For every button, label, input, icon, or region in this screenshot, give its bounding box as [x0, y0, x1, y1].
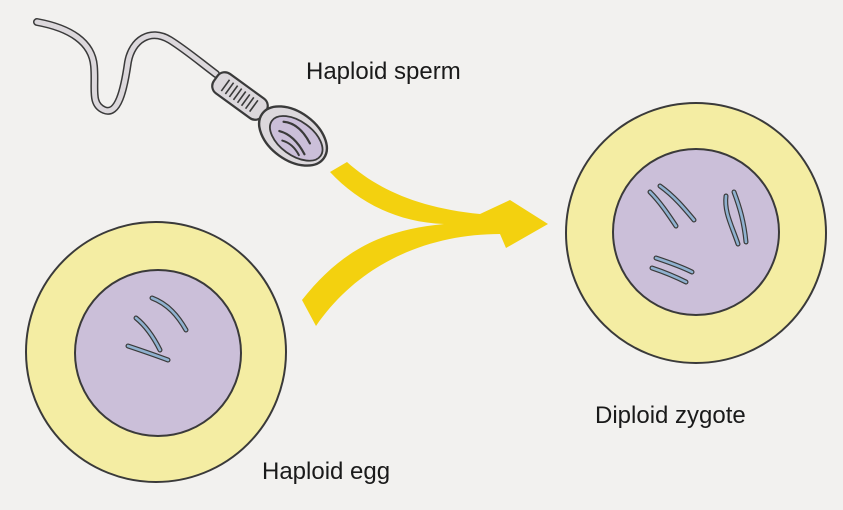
egg-chromosome	[125, 343, 171, 363]
zygote-chromosome	[653, 255, 695, 275]
zygote-chromosome	[657, 183, 697, 223]
sperm-chromosome	[281, 139, 300, 157]
egg-chromosome	[149, 295, 189, 333]
sperm-chromosome	[278, 129, 306, 156]
zygote-chromosome	[649, 265, 689, 285]
sperm-tail-inner	[34, 19, 219, 114]
zygote-chromosome	[723, 193, 741, 247]
zygote-chromosome	[731, 189, 749, 245]
merge-arrow-icon	[302, 162, 548, 326]
egg-label: Haploid egg	[262, 458, 391, 485]
egg-chromosome	[133, 315, 163, 353]
sperm-cell-icon	[33, 18, 329, 167]
egg-cell-icon	[25, 221, 287, 483]
sperm-head	[257, 105, 329, 167]
zygote-chromosome	[647, 189, 679, 229]
sperm-label: Haploid sperm	[306, 58, 461, 85]
zygote-label: Diploid zygote	[595, 402, 746, 429]
zygote-cell-icon	[565, 102, 827, 364]
sperm-midpiece	[211, 71, 269, 121]
sperm-chromosome	[282, 120, 312, 145]
